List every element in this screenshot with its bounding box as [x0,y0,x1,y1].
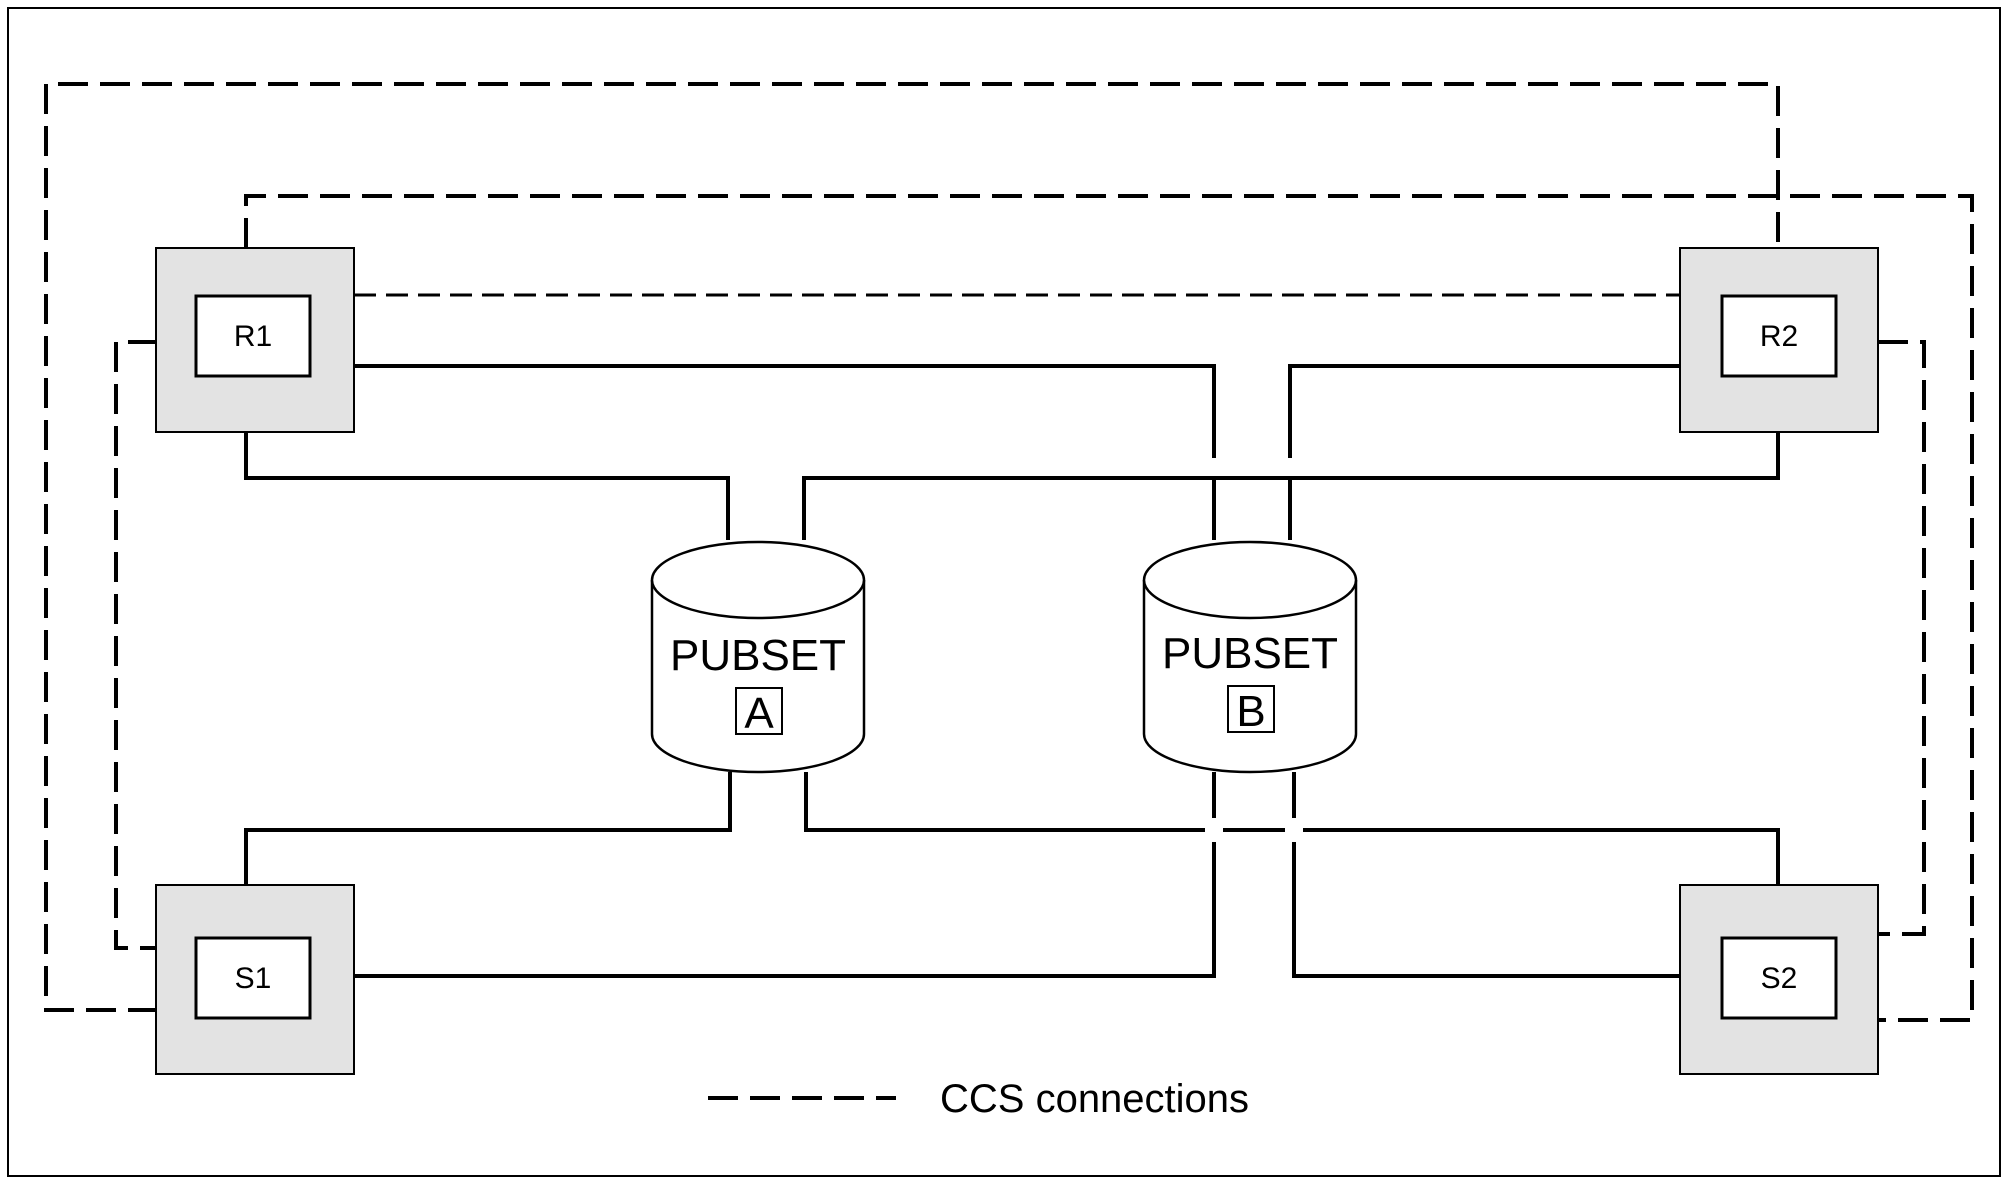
ccs-link-s1-r2 [44,82,1780,1012]
ccs-connections [44,82,1974,1022]
host-r1[interactable]: R1 [155,247,355,433]
host-s2[interactable]: S2 [1679,884,1879,1075]
ccs-link-r1-s1 [114,340,158,950]
ccs-link-r1-s2 [244,194,1974,1022]
host-s2-label: S2 [1761,962,1798,995]
link-r1-pubset-a [244,432,730,540]
ccs-link-r2-s2 [1878,340,1926,936]
host-r2[interactable]: R2 [1679,247,1879,433]
diagram-frame [7,7,2001,1177]
pubset-b-disk[interactable]: PUBSET B [1142,540,1358,774]
pubset-a-letter: A [744,689,774,738]
disk-connections [244,364,1780,978]
link-r1-pubset-b [354,364,1216,540]
pubset-a-disk[interactable]: PUBSET A [650,540,866,774]
pubset-a-letter-box [735,687,783,735]
pubset-b-letter: B [1236,687,1265,736]
host-s1[interactable]: S1 [155,884,355,1075]
link-r2-pubset-b [1288,364,1680,540]
link-s1-pubset-b [354,772,1216,978]
pubset-b-top [1142,540,1358,620]
pubset-a-title: PUBSET [670,631,846,680]
wire-crossing-gaps [1205,458,1303,842]
host-s1-panel [194,936,312,1020]
pubset-a-top [650,540,866,620]
host-s1-label: S1 [235,962,272,995]
host-r1-label: R1 [234,320,272,353]
host-r1-panel [194,294,312,378]
host-r2-label: R2 [1760,320,1798,353]
legend-label: CCS connections [940,1077,1249,1121]
pubset-b-letter-box [1227,685,1275,733]
legend: CCS connections [708,1077,1249,1121]
link-s1-pubset-a [244,772,732,885]
host-s2-panel [1720,936,1838,1020]
link-s2-pubset-b [1292,772,1680,978]
host-r2-panel [1720,294,1838,378]
pubset-b-title: PUBSET [1162,629,1338,678]
